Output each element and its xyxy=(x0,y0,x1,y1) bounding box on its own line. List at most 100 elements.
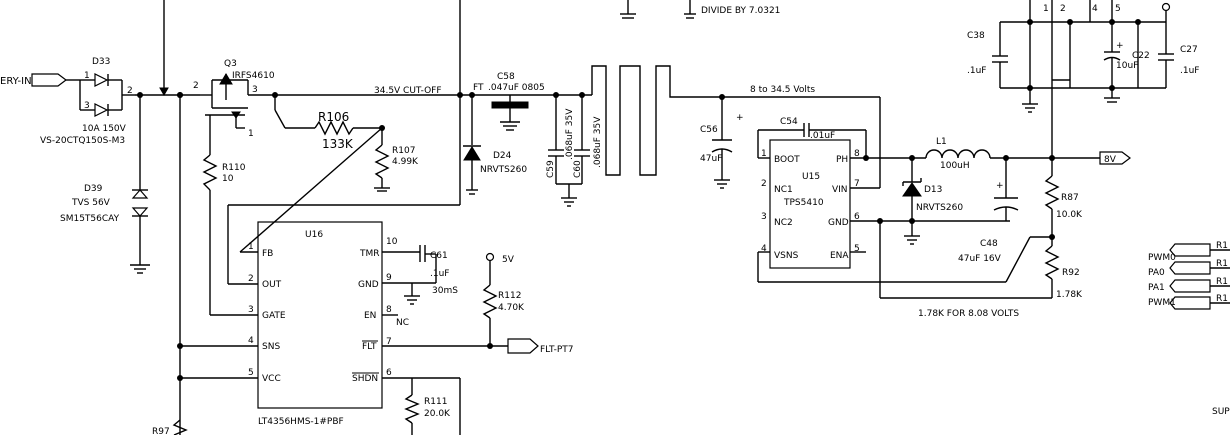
c54-ref: C54 xyxy=(780,117,798,127)
q3-pin1: 1 xyxy=(248,129,254,139)
capacitor-c27: C27 .1uF xyxy=(1137,2,1199,89)
u16-num-6: 6 xyxy=(386,368,392,378)
d24-part: NRVTS260 xyxy=(480,165,527,175)
u16-num-8: 8 xyxy=(386,305,392,315)
capacitor-c38: C38 .1uF xyxy=(967,22,1008,88)
q3-ref: Q3 xyxy=(224,59,237,69)
r92-value: 1.78K xyxy=(1056,290,1083,300)
ic-u16: U16 LT4356HMS-1#PBF FB OUT GATE SNS VCC … xyxy=(248,221,409,427)
u15-ref: U15 xyxy=(802,172,820,182)
c48-pol: + xyxy=(996,181,1004,191)
d24-ref: D24 xyxy=(493,151,512,161)
resistor-r97: R97 xyxy=(152,419,188,435)
c22-ref: C22 xyxy=(1132,51,1150,61)
c38-ref: C38 xyxy=(967,31,985,41)
tvs-d39: D39 TVS 56V SM15T56CAY xyxy=(60,95,150,274)
l1-ref: L1 xyxy=(936,137,947,147)
d39-part: SM15T56CAY xyxy=(60,214,120,224)
c56-value: 47uF xyxy=(700,154,722,164)
resistor-r111: R111 20.0K xyxy=(404,378,451,435)
c59-ref: C59 xyxy=(546,160,556,178)
out-8v-port: 8V xyxy=(1099,151,1131,165)
u15-pin-vin: VIN xyxy=(832,185,848,195)
u16-num-2: 2 xyxy=(248,274,254,284)
u15-pin-ph: PH xyxy=(836,155,848,165)
diode-d24: D24 NRVTS260 xyxy=(463,95,527,195)
u16-num-7: 7 xyxy=(386,337,392,347)
u16-num-10: 10 xyxy=(386,237,398,247)
c58-value: .047uF 0805 xyxy=(488,83,545,93)
r106-value: 133K xyxy=(322,137,354,151)
u16-pin-en: EN xyxy=(364,311,376,321)
u16-num-1: 1 xyxy=(248,242,254,252)
r106-ref: R106 xyxy=(318,110,349,124)
inductor-l1: L1 100uH xyxy=(925,137,1100,171)
u16-nc: NC xyxy=(396,318,409,328)
flt-port: FLT-PT7 xyxy=(507,338,574,355)
net-label-battery-in: ERY-IN xyxy=(0,76,32,87)
d33-pin1: 1 xyxy=(84,71,90,81)
r107-value: 4.99K xyxy=(392,157,419,167)
capacitor-c48: + C48 47uF 16V xyxy=(958,158,1019,264)
c61-note: 30mS xyxy=(432,286,458,296)
r87-ref: R87 xyxy=(1061,193,1079,203)
mosfet-q3: Q3 IRFS4610 2 3 1 xyxy=(193,59,275,139)
conn-pin-2: 2 xyxy=(1060,4,1066,14)
net-label-ft: FT xyxy=(473,83,484,93)
u16-num-5: 5 xyxy=(248,368,254,378)
r87-value: 10.0K xyxy=(1056,210,1083,220)
u16-part: LT4356HMS-1#PBF xyxy=(258,417,344,427)
net-label-5v: 5V xyxy=(502,255,515,265)
capacitor-c59: C59 .068uF 35V xyxy=(546,95,575,184)
u16-ref: U16 xyxy=(305,230,323,240)
c38-value: .1uF xyxy=(967,66,986,76)
net-label-pwm0: PWM0 xyxy=(1148,253,1176,263)
conn-pin-5: 5 xyxy=(1115,4,1121,14)
d33-ref: D33 xyxy=(92,57,110,67)
net-label-range: 8 to 34.5 Volts xyxy=(750,85,815,95)
u16-pin-vcc: VCC xyxy=(262,374,281,384)
c56-ref: C56 xyxy=(700,125,718,135)
resistor-r92: R92 1.78K xyxy=(1044,245,1083,300)
q3-part: IRFS4610 xyxy=(232,71,275,81)
r-edge-4: R1 xyxy=(1216,294,1228,304)
capacitor-c56: + C56 47uF xyxy=(700,94,744,189)
u16-pin-gnd: GND xyxy=(358,280,379,290)
r-edge-1: R1 xyxy=(1216,241,1228,251)
c48-value: 47uF 16V xyxy=(958,254,1002,264)
u16-pin-tmr: TMR xyxy=(359,249,380,259)
net-label-8v: 8V xyxy=(1104,155,1117,165)
c60-value: .068uF 35V xyxy=(593,116,603,168)
u15-pin-gnd: GND xyxy=(828,218,849,228)
q3-pin2: 2 xyxy=(193,81,199,91)
u15-pin-nc2: NC2 xyxy=(774,218,793,228)
r112-value: 4.70K xyxy=(498,303,525,313)
u15-num-7: 7 xyxy=(854,179,860,189)
u15-num-8: 8 xyxy=(854,149,860,159)
d39-ref: D39 xyxy=(84,184,103,194)
net-label-sup: SUP xyxy=(1212,407,1230,417)
top-partial-symbols: DIVIDE BY 7.0321 xyxy=(620,0,780,19)
capacitor-c60: C60 .068uF 35V xyxy=(573,95,603,184)
r107-ref: R107 xyxy=(392,146,415,156)
resistor-r112: 5V R112 4.70K xyxy=(482,252,525,346)
u16-pin-out: OUT xyxy=(262,280,282,290)
u16-pin-flt: FLT xyxy=(362,342,377,352)
d33-value: 10A 150V xyxy=(82,124,127,134)
u15-pin-ena: ENA xyxy=(830,251,849,261)
u15-num-2: 2 xyxy=(761,179,767,189)
r112-ref: R112 xyxy=(498,291,521,301)
c61-ref: C61 xyxy=(430,251,448,261)
resistor-r107: R107 4.99K xyxy=(374,128,419,192)
c54-value: .01uF xyxy=(810,131,835,141)
net-label-pa0: PA0 xyxy=(1148,268,1165,278)
u16-num-3: 3 xyxy=(248,305,254,315)
c22-pol: + xyxy=(1116,41,1124,51)
capacitor-c61: C61 .1uF 30mS xyxy=(412,245,458,296)
r111-value: 20.0K xyxy=(424,409,451,419)
r110-ref: R110 xyxy=(222,163,246,173)
d33-pin3: 3 xyxy=(84,101,90,111)
pwm-connectors: PWM0 PA0 PA1 PWM1 R1 R1 R1 R1 xyxy=(1148,241,1230,310)
r-edge-2: R1 xyxy=(1216,259,1228,269)
